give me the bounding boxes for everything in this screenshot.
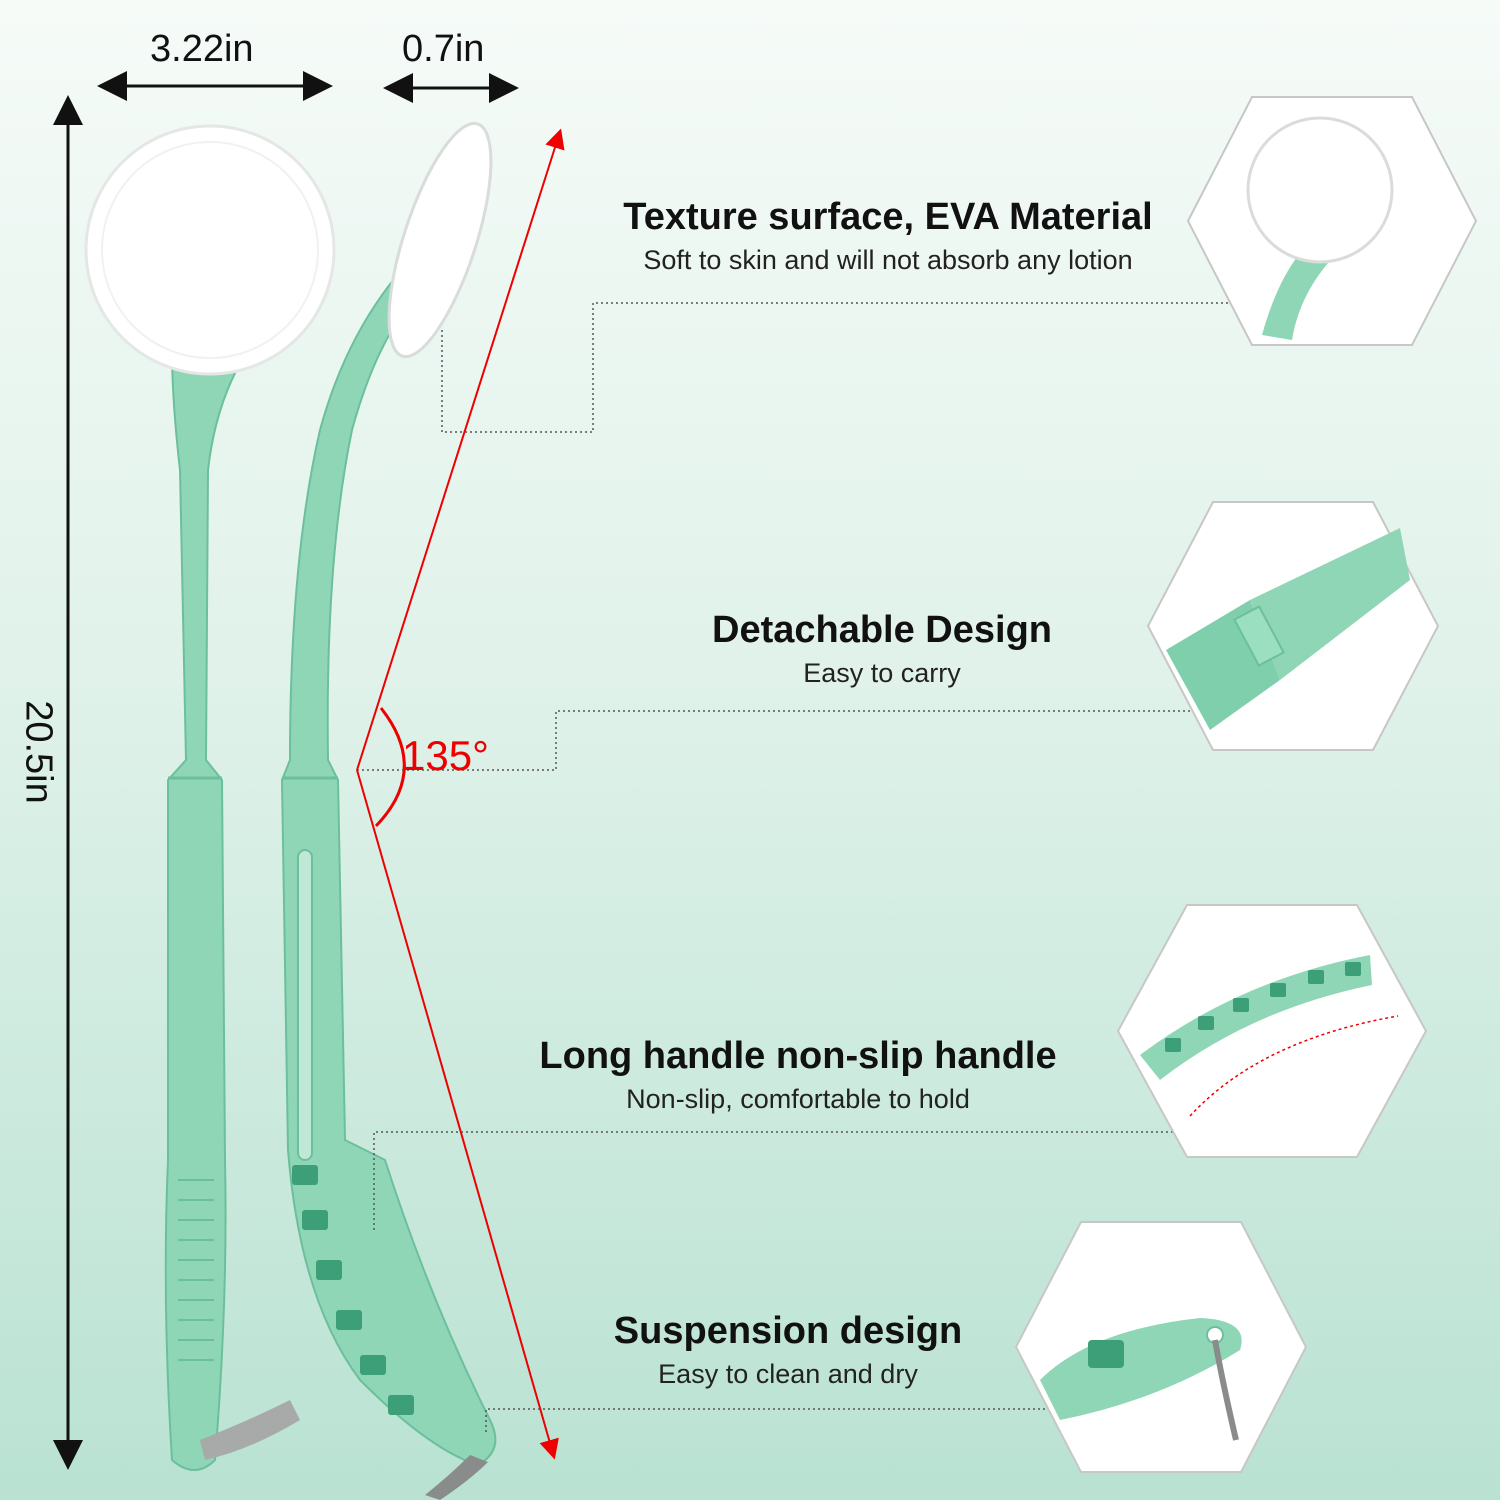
feature-title: Suspension design — [613, 1310, 963, 1352]
feature-suspension: Suspension design Easy to clean and dry — [614, 1310, 962, 1390]
brush-front-view — [84, 124, 336, 1471]
angle-line-bottom — [356, 769, 559, 1460]
feature-title: Detachable Design — [712, 609, 1052, 651]
length-label: 20.5in — [17, 700, 60, 804]
feature-handle: Long handle non-slip handle Non-slip, co… — [539, 1035, 1056, 1115]
feature-detachable: Detachable Design Easy to carry — [712, 609, 1052, 689]
hanging-strap-side — [425, 1455, 488, 1500]
feature-title: Texture surface, EVA Material — [623, 196, 1153, 238]
detail-hexagon-joint — [1146, 501, 1440, 751]
eva-pad-side — [387, 121, 493, 359]
feature-subtitle: Non-slip, comfortable to hold — [626, 1084, 970, 1114]
feature-subtitle: Easy to carry — [803, 658, 961, 688]
angle-arc — [374, 707, 406, 828]
feature-title: Long handle non-slip handle — [539, 1035, 1057, 1077]
hanging-strap — [200, 1400, 300, 1460]
thickness-label: 0.7in — [402, 28, 485, 70]
grip-holes — [292, 1165, 414, 1415]
feature-subtitle: Soft to skin and will not absorb any lot… — [643, 245, 1133, 275]
feature-texture: Texture surface, EVA Material Soft to sk… — [623, 196, 1152, 276]
feature-subtitle: Easy to clean and dry — [658, 1359, 918, 1389]
grip-ridges — [178, 1179, 214, 1361]
detail-hexagon-grip — [1116, 904, 1428, 1158]
handle-slot — [297, 849, 313, 1161]
eva-pad-front — [84, 124, 336, 376]
leader-lines — [357, 302, 1235, 1432]
detail-hexagon-hook — [1014, 1221, 1308, 1473]
width-label: 3.22in — [150, 28, 254, 70]
brush-side-view — [280, 121, 497, 1500]
angle-line-top — [356, 128, 565, 771]
angle-label: 135° — [402, 732, 489, 779]
detail-hexagon-pad — [1186, 96, 1478, 346]
